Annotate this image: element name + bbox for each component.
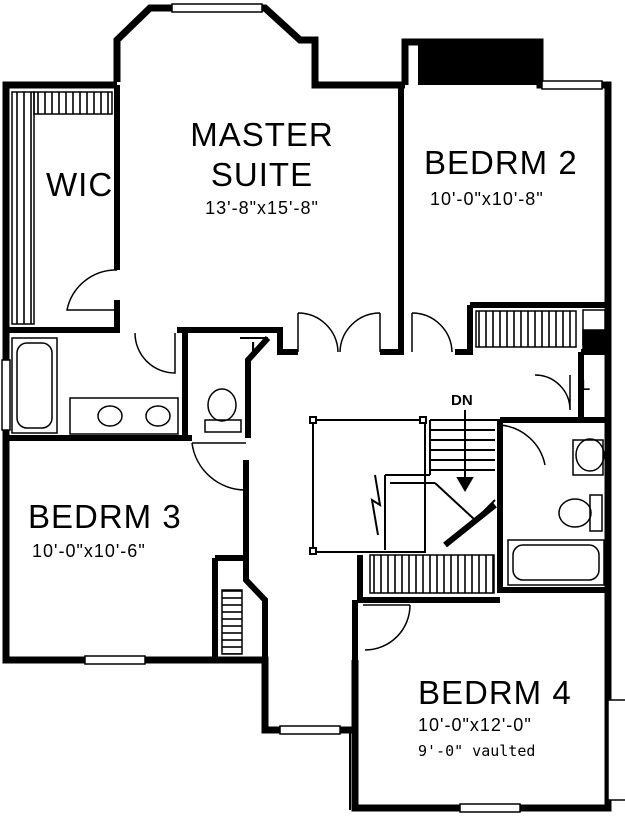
stairs xyxy=(309,410,500,555)
windows xyxy=(1,3,625,813)
bedroom-4-dimensions: 10'-0"x12'-0" xyxy=(418,715,532,735)
master-suite-name-line2: SUITE xyxy=(210,156,314,193)
closets xyxy=(11,91,577,655)
bedroom-2-name: BEDRM 2 xyxy=(424,144,578,181)
wic-label: WIC xyxy=(46,166,114,203)
chimney xyxy=(418,40,538,85)
linen-closet-label-hall: L xyxy=(581,377,591,394)
linen-closet-label-master: L xyxy=(251,339,261,356)
bedroom-3-name: BEDRM 3 xyxy=(28,498,182,535)
bedroom-3-dimensions: 10'-0"x10'-6" xyxy=(32,541,146,561)
fixtures xyxy=(11,309,606,586)
bedroom-4-name: BEDRM 4 xyxy=(418,674,572,711)
bedroom-4-ceiling-note: 9'-0" vaulted xyxy=(418,742,536,760)
master-suite-name-line1: MASTER xyxy=(190,116,334,153)
bedroom-2-dimensions: 10'-0"x10'-8" xyxy=(430,189,544,209)
doors xyxy=(66,269,571,651)
stair-down-label: DN xyxy=(451,392,473,409)
master-suite-dimensions: 13'-8"x15'-8" xyxy=(205,198,319,218)
